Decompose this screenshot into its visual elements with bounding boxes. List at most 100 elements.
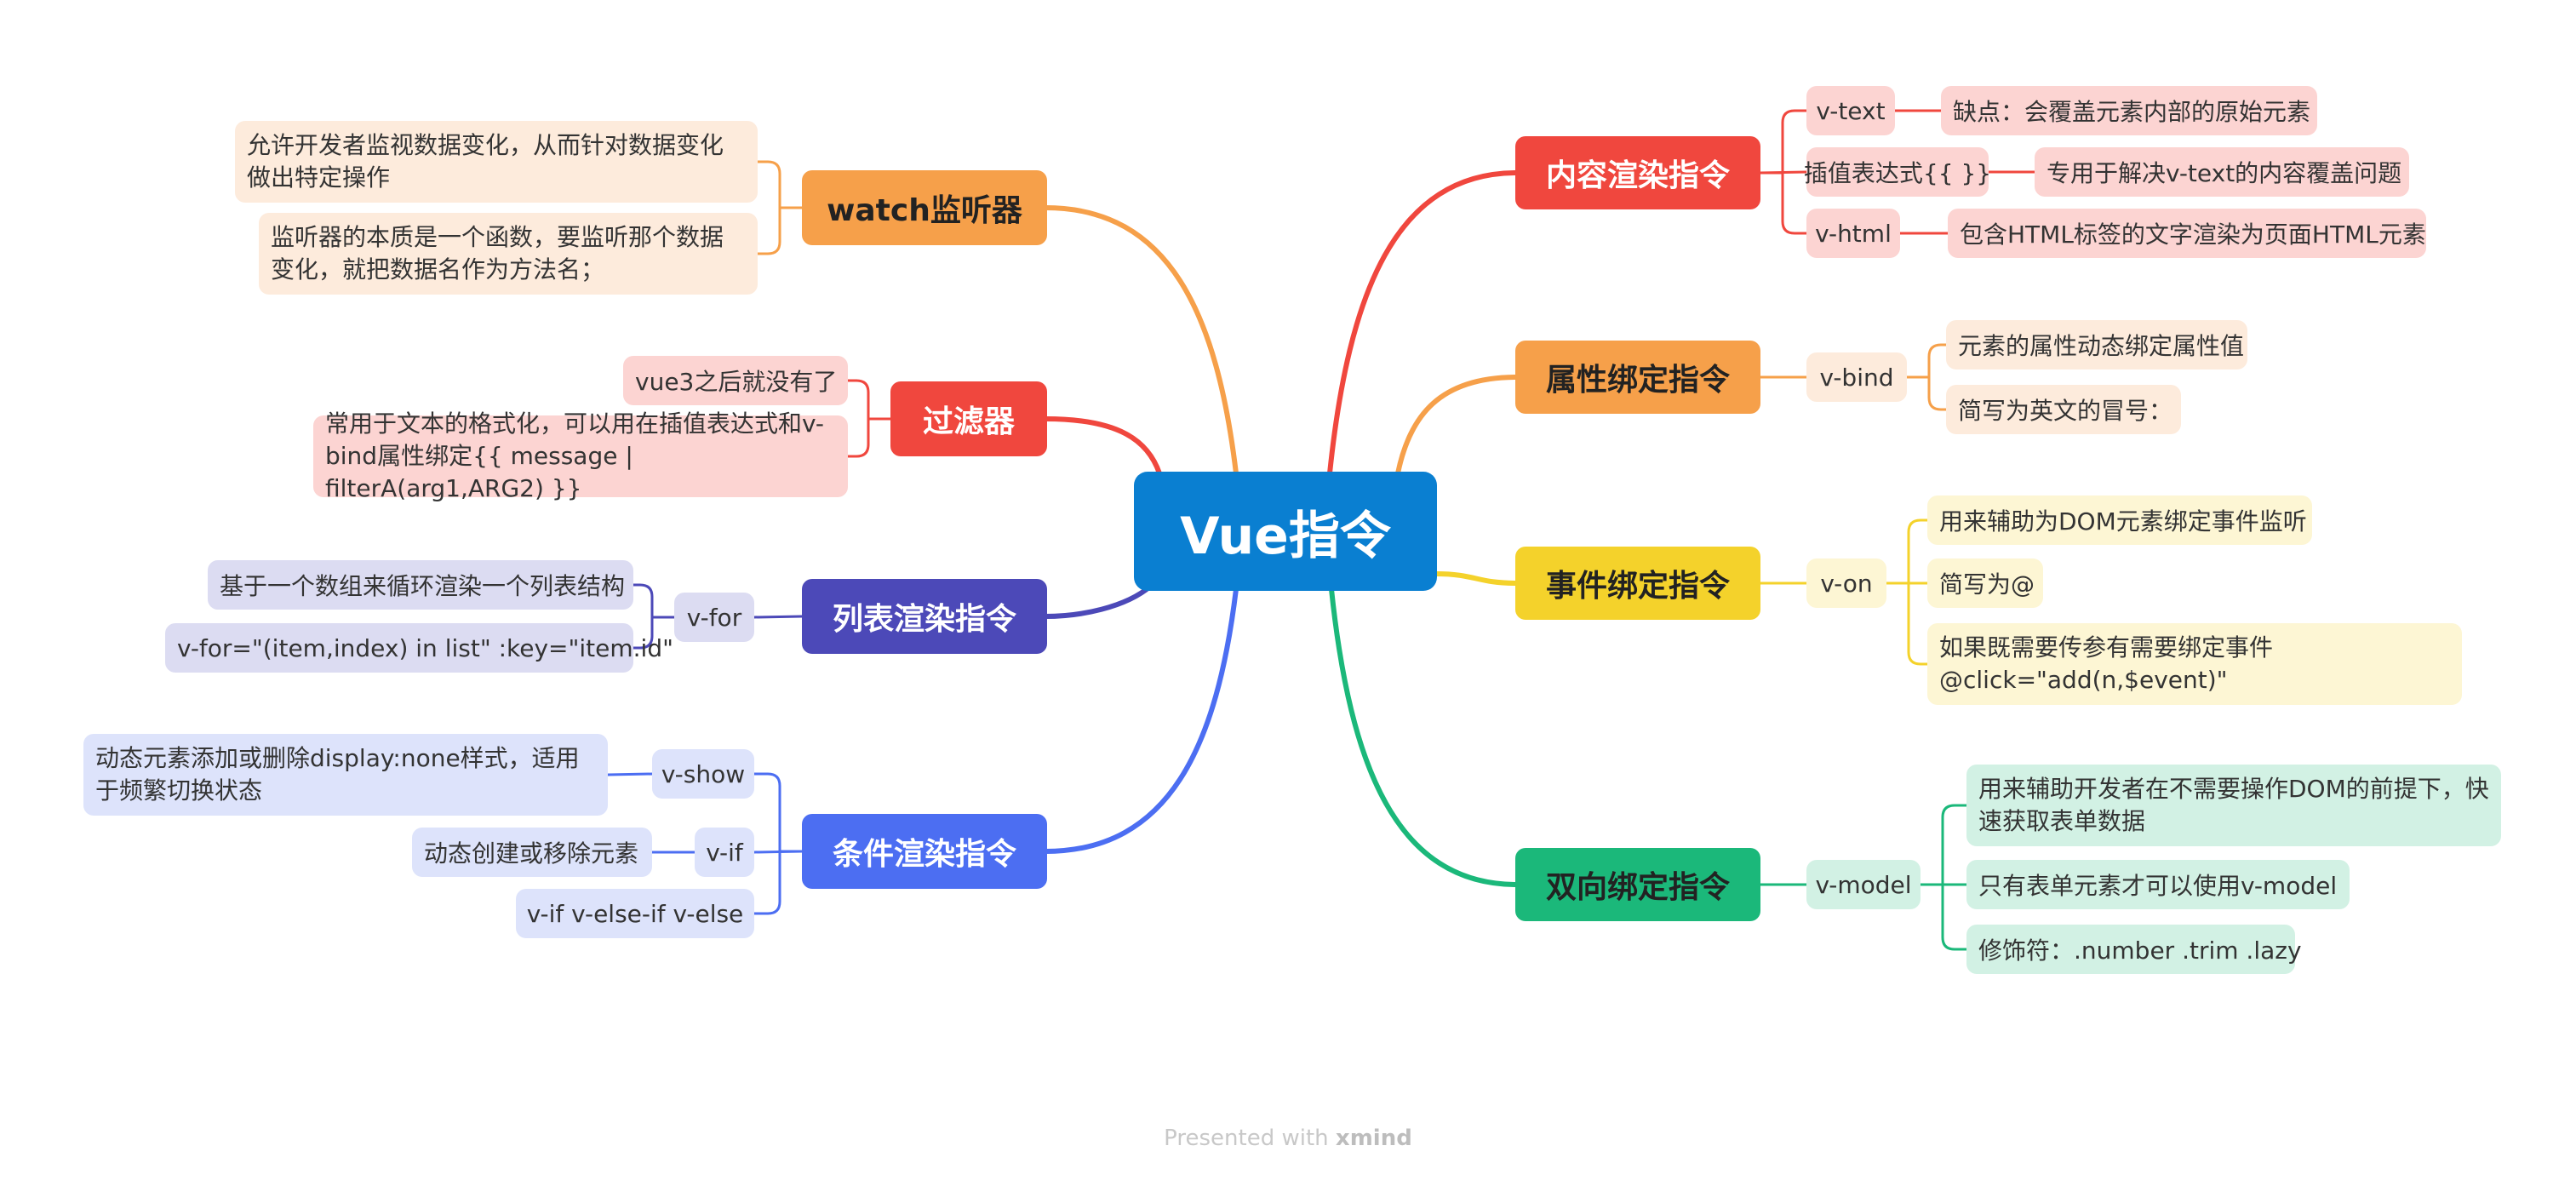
leaf-text: v-for="(item,index) in list" :key="item.… <box>177 633 673 662</box>
footer-attribution: Presented with xmind <box>0 1126 2576 1151</box>
connector-watch-0 <box>756 160 804 209</box>
leaf-v-bind-shorthand[interactable]: 简写为英文的冒号： <box>1946 385 2181 434</box>
leaf-text: 修饰符：.number .trim .lazy <box>1978 937 2302 965</box>
topic-label: 属性绑定指令 <box>1545 363 1730 398</box>
subtopic-label: v-for <box>686 603 742 632</box>
leaf-text: 基于一个数组来循环渲染一个列表结构 <box>220 572 626 600</box>
leaf-v-show-note[interactable]: 动态元素添加或删除display:none样式，适用于频繁切换状态 <box>83 734 608 816</box>
topic-event-binding[interactable]: 事件绑定指令 <box>1515 547 1760 620</box>
topic-attribute-binding[interactable]: 属性绑定指令 <box>1515 341 1760 414</box>
connector-cond-2 <box>753 850 804 915</box>
leaf-v-model-form-only[interactable]: 只有表单元素才可以使用v-model <box>1966 860 2350 909</box>
subtopic-v-if-else[interactable]: v-if v-else-if v-else <box>516 889 754 938</box>
connector-model-leaf-2 <box>1919 883 1968 951</box>
subtopic-v-show[interactable]: v-show <box>652 749 754 799</box>
connector-central-list <box>1043 583 1153 619</box>
leaf-v-text-note[interactable]: 缺点：会覆盖元素内部的原始元素 <box>1941 86 2317 135</box>
topic-label: 列表渲染指令 <box>832 602 1016 637</box>
connector-central-content <box>1327 170 1520 476</box>
subtopic-v-html[interactable]: v-html <box>1806 209 1900 258</box>
topic-list-rendering[interactable]: 列表渲染指令 <box>802 579 1047 654</box>
connector-content-1 <box>1759 170 1808 175</box>
connector-attr-leaf-1 <box>1905 375 1948 411</box>
topic-label: 内容渲染指令 <box>1545 158 1730 193</box>
leaf-text: vue3之后就没有了 <box>635 368 838 396</box>
subtopic-label: v-if v-else-if v-else <box>526 899 744 928</box>
central-topic-label: Vue指令 <box>1180 506 1391 566</box>
footer-brand: xmind <box>1335 1126 1412 1151</box>
connector-central-filter <box>1043 416 1162 476</box>
subtopic-label: v-model <box>1815 870 1912 899</box>
topic-label: 过滤器 <box>922 404 1015 439</box>
connector-watch-1 <box>756 206 804 255</box>
leaf-text: 包含HTML标签的文字渲染为页面HTML元素 <box>1960 221 2426 249</box>
leaf-text: 如果既需要传参有需要绑定事件@click="add(n,$event)" <box>1939 633 2274 694</box>
leaf-text: 元素的属性动态绑定属性值 <box>1958 332 2245 360</box>
footer-prefix: Presented with <box>1164 1126 1329 1151</box>
leaf-text: 动态元素添加或删除display:none样式，适用于频繁切换状态 <box>95 744 580 805</box>
topic-two-way-binding[interactable]: 双向绑定指令 <box>1515 848 1760 921</box>
leaf-v-html-note[interactable]: 包含HTML标签的文字渲染为页面HTML元素 <box>1948 209 2426 258</box>
subtopic-label: v-show <box>661 759 746 788</box>
leaf-text: 简写为英文的冒号： <box>1958 397 2173 425</box>
leaf-v-model-modifiers[interactable]: 修饰符：.number .trim .lazy <box>1966 925 2302 974</box>
subtopic-v-if[interactable]: v-if <box>695 828 754 877</box>
connector-list-0 <box>753 615 804 619</box>
subtopic-label: 插值表达式{{ }} <box>1803 159 1992 187</box>
connector-filter-1 <box>846 417 892 458</box>
leaf-filter-usage[interactable]: 常用于文本的格式化，可以用在插值表达式和v-bind属性绑定{{ message… <box>313 410 848 502</box>
subtopic-v-bind[interactable]: v-bind <box>1806 352 1907 402</box>
leaf-filter-vue3[interactable]: vue3之后就没有了 <box>623 356 848 405</box>
leaf-v-on-shorthand[interactable]: 简写为@ <box>1927 558 2043 608</box>
connector-central-watch <box>1043 205 1239 476</box>
connector-cond-0 <box>753 772 804 853</box>
subtopic-v-text[interactable]: v-text <box>1806 86 1895 135</box>
topic-conditional-rendering[interactable]: 条件渲染指令 <box>802 814 1047 889</box>
connector-event-leaf-2 <box>1885 581 1929 666</box>
connector-model-leaf-0 <box>1919 804 1968 886</box>
topic-label: 条件渲染指令 <box>832 837 1016 872</box>
connector-central-attr <box>1395 375 1520 476</box>
topic-content-rendering[interactable]: 内容渲染指令 <box>1515 136 1760 209</box>
connector-central-model <box>1329 587 1520 887</box>
connector-content-2 <box>1759 171 1808 235</box>
leaf-text: 常用于文本的格式化，可以用在插值表达式和v-bind属性绑定{{ message… <box>325 410 824 502</box>
leaf-v-on-note[interactable]: 用来辅助为DOM元素绑定事件监听 <box>1927 495 2312 545</box>
subtopic-v-for[interactable]: v-for <box>674 593 754 642</box>
leaf-v-if-note[interactable]: 动态创建或移除元素 <box>412 828 652 877</box>
leaf-v-on-params[interactable]: 如果既需要传参有需要绑定事件@click="add(n,$event)" <box>1927 623 2462 705</box>
leaf-v-for-syntax[interactable]: v-for="(item,index) in list" :key="item.… <box>165 623 673 673</box>
central-topic[interactable]: Vue指令 <box>1134 472 1437 591</box>
subtopic-interpolation[interactable]: 插值表达式{{ }} <box>1803 147 1992 197</box>
leaf-v-model-note[interactable]: 用来辅助开发者在不需要操作DOM的前提下，快速获取表单数据 <box>1966 765 2501 846</box>
subtopic-label: v-html <box>1815 219 1892 248</box>
connector-cond-1 <box>753 850 804 854</box>
topic-watch[interactable]: watch监听器 <box>802 170 1047 245</box>
leaf-v-bind-note[interactable]: 元素的属性动态绑定属性值 <box>1946 320 2247 369</box>
topic-label: watch监听器 <box>827 193 1022 228</box>
topic-label: 事件绑定指令 <box>1545 569 1730 604</box>
leaf-watch-purpose[interactable]: 允许开发者监视数据变化，从而针对数据变化做出特定操作 <box>235 121 758 203</box>
leaf-text: 动态创建或移除元素 <box>424 839 639 868</box>
subtopic-v-model[interactable]: v-model <box>1806 860 1921 909</box>
connector-content-0 <box>1759 109 1808 175</box>
leaf-text: 用来辅助为DOM元素绑定事件监听 <box>1939 507 2307 536</box>
leaf-text: 允许开发者监视数据变化，从而针对数据变化做出特定操作 <box>247 131 724 192</box>
topic-filter[interactable]: 过滤器 <box>890 381 1047 456</box>
connector-cond-leaf0-0 <box>606 772 654 776</box>
connector-event-leaf-0 <box>1885 518 1929 585</box>
subtopic-v-on[interactable]: v-on <box>1806 558 1886 608</box>
subtopic-label: v-text <box>1816 96 1886 125</box>
leaf-v-for-note[interactable]: 基于一个数组来循环渲染一个列表结构 <box>208 560 633 610</box>
leaf-text: 只有表单元素才可以使用v-model <box>1978 872 2338 900</box>
connector-central-cond <box>1043 587 1239 854</box>
subtopic-label: v-if <box>706 838 743 867</box>
connector-list-leaf-0 <box>632 583 676 619</box>
subtopic-label: v-on <box>1820 569 1873 598</box>
leaf-text: 专用于解决v-text的内容覆盖问题 <box>2046 159 2402 187</box>
leaf-text: 缺点：会覆盖元素内部的原始元素 <box>1953 98 2311 126</box>
connector-filter-0 <box>846 379 892 421</box>
topic-label: 双向绑定指令 <box>1545 870 1730 905</box>
leaf-watch-essence[interactable]: 监听器的本质是一个函数，要监听那个数据变化，就把数据名作为方法名； <box>259 213 758 295</box>
leaf-interpolation-note[interactable]: 专用于解决v-text的内容覆盖问题 <box>2035 147 2409 197</box>
